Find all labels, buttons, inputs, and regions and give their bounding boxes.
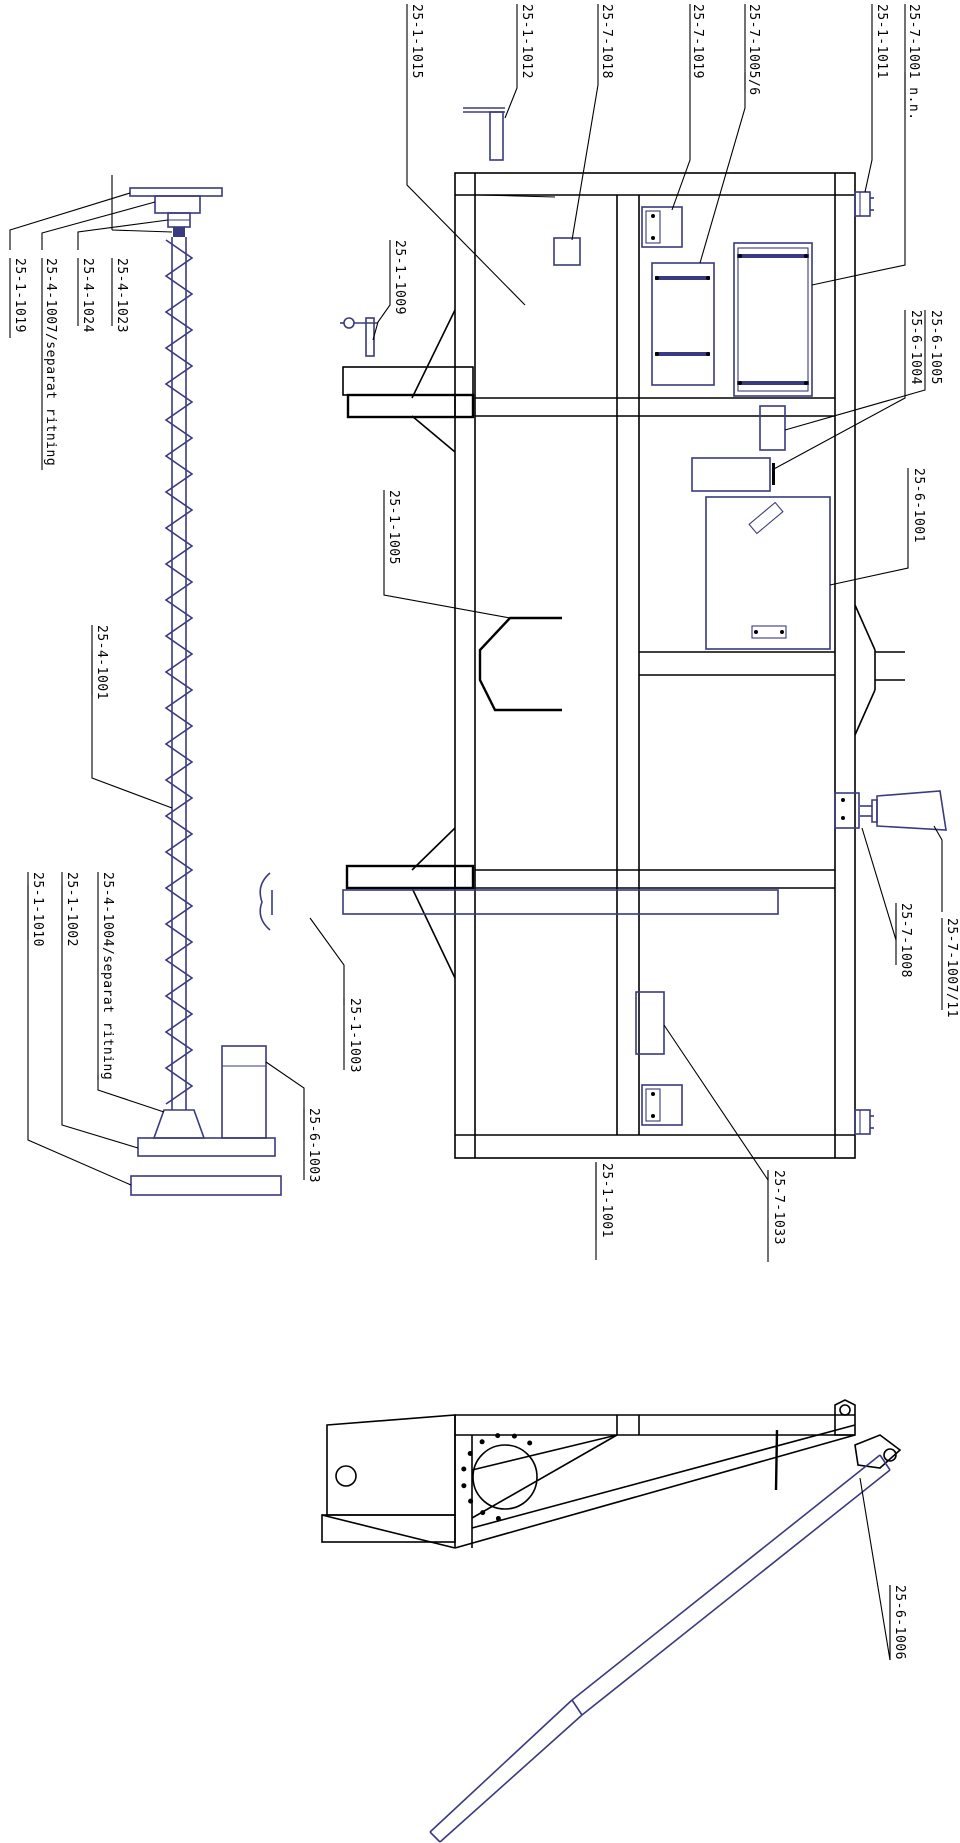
- label-25-7-1033: 25-7-1033: [771, 1170, 786, 1245]
- part-7-1033: [635, 991, 665, 1055]
- bolt-hole: [527, 1440, 533, 1446]
- label-25-4-1007: 25-4-1007/separat ritning: [43, 258, 58, 466]
- label-25-1-1011: 25-1-1011: [874, 4, 889, 79]
- label-25-1-1019: 25-1-1019: [12, 258, 27, 333]
- bolt-hole: [479, 1439, 485, 1445]
- label-25-1-1002: 25-1-1002: [64, 872, 79, 947]
- part-7-1005-6: [651, 262, 715, 386]
- label-25-6-1003: 25-6-1003: [306, 1108, 321, 1183]
- part-1-1011: [854, 191, 874, 1135]
- main-frame: [411, 172, 905, 1159]
- label-25-7-1007-11: 25-7-1007/11: [944, 918, 959, 1018]
- label-25-6-1004: 25-6-1004: [908, 310, 923, 385]
- bolt-hole: [480, 1510, 486, 1516]
- bolt-hole: [495, 1433, 501, 1439]
- bolt-hole: [461, 1483, 467, 1489]
- label-25-7-1019: 25-7-1019: [690, 4, 705, 79]
- label-25-7-1001: 25-7-1001 n.n.: [906, 4, 921, 121]
- bolt-circle: [461, 1433, 533, 1521]
- part-1012: [463, 107, 505, 161]
- label-25-1-1010: 25-1-1010: [30, 872, 45, 947]
- label-25-1-1005: 25-1-1005: [386, 490, 401, 565]
- part-7-1018: [553, 237, 581, 266]
- spring-zigzag: [164, 239, 194, 1105]
- label-25-1-1003: 25-1-1003: [347, 998, 362, 1073]
- label-25-4-1024: 25-4-1024: [80, 258, 95, 333]
- bolt-hole: [495, 1516, 501, 1521]
- part-1009: [340, 317, 378, 357]
- side-view: [321, 1399, 902, 1843]
- label-underlines: [9, 4, 943, 1660]
- part-7-1008: [834, 792, 860, 829]
- label-25-7-1018: 25-7-1018: [599, 4, 614, 79]
- label-25-4-1004: 25-4-1004/separat ritning: [100, 872, 115, 1080]
- part-6-1001: [705, 496, 831, 650]
- c-bracket: [478, 616, 562, 712]
- label-25-6-1005: 25-6-1005: [928, 310, 943, 385]
- part-7-1019: [641, 206, 683, 1126]
- label-25-7-1005-6: 25-7-1005/6: [746, 4, 761, 96]
- jack-assembly: [129, 187, 282, 1196]
- part-7-1007-11: [860, 790, 947, 831]
- label-25-1-1012: 25-1-1012: [519, 4, 534, 79]
- label-25-4-1001: 25-4-1001: [94, 625, 109, 700]
- label-25-1-1015: 25-1-1015: [409, 4, 424, 79]
- bolt-hole: [511, 1433, 517, 1439]
- leader-lines: [9, 72, 943, 1661]
- label-25-4-1023: 25-4-1023: [114, 258, 129, 333]
- label-25-1-1001: 25-1-1001: [599, 1163, 614, 1238]
- labels: 25-1-1015 25-1-1012 25-7-1018 25-7-1019 …: [12, 4, 959, 1660]
- part-6-1004-1005: [691, 405, 786, 492]
- label-25-6-1001: 25-6-1001: [911, 468, 926, 543]
- part-7-1001: [733, 242, 813, 397]
- cross-beam-lower: [259, 864, 779, 931]
- cross-beam-upper: [342, 366, 475, 419]
- label-25-1-1009: 25-1-1009: [392, 240, 407, 315]
- bolt-hole: [467, 1451, 473, 1456]
- label-25-6-1006: 25-6-1006: [892, 1585, 907, 1660]
- bolt-hole: [468, 1498, 474, 1504]
- bolt-hole: [461, 1466, 467, 1472]
- label-25-7-1008: 25-7-1008: [898, 903, 913, 978]
